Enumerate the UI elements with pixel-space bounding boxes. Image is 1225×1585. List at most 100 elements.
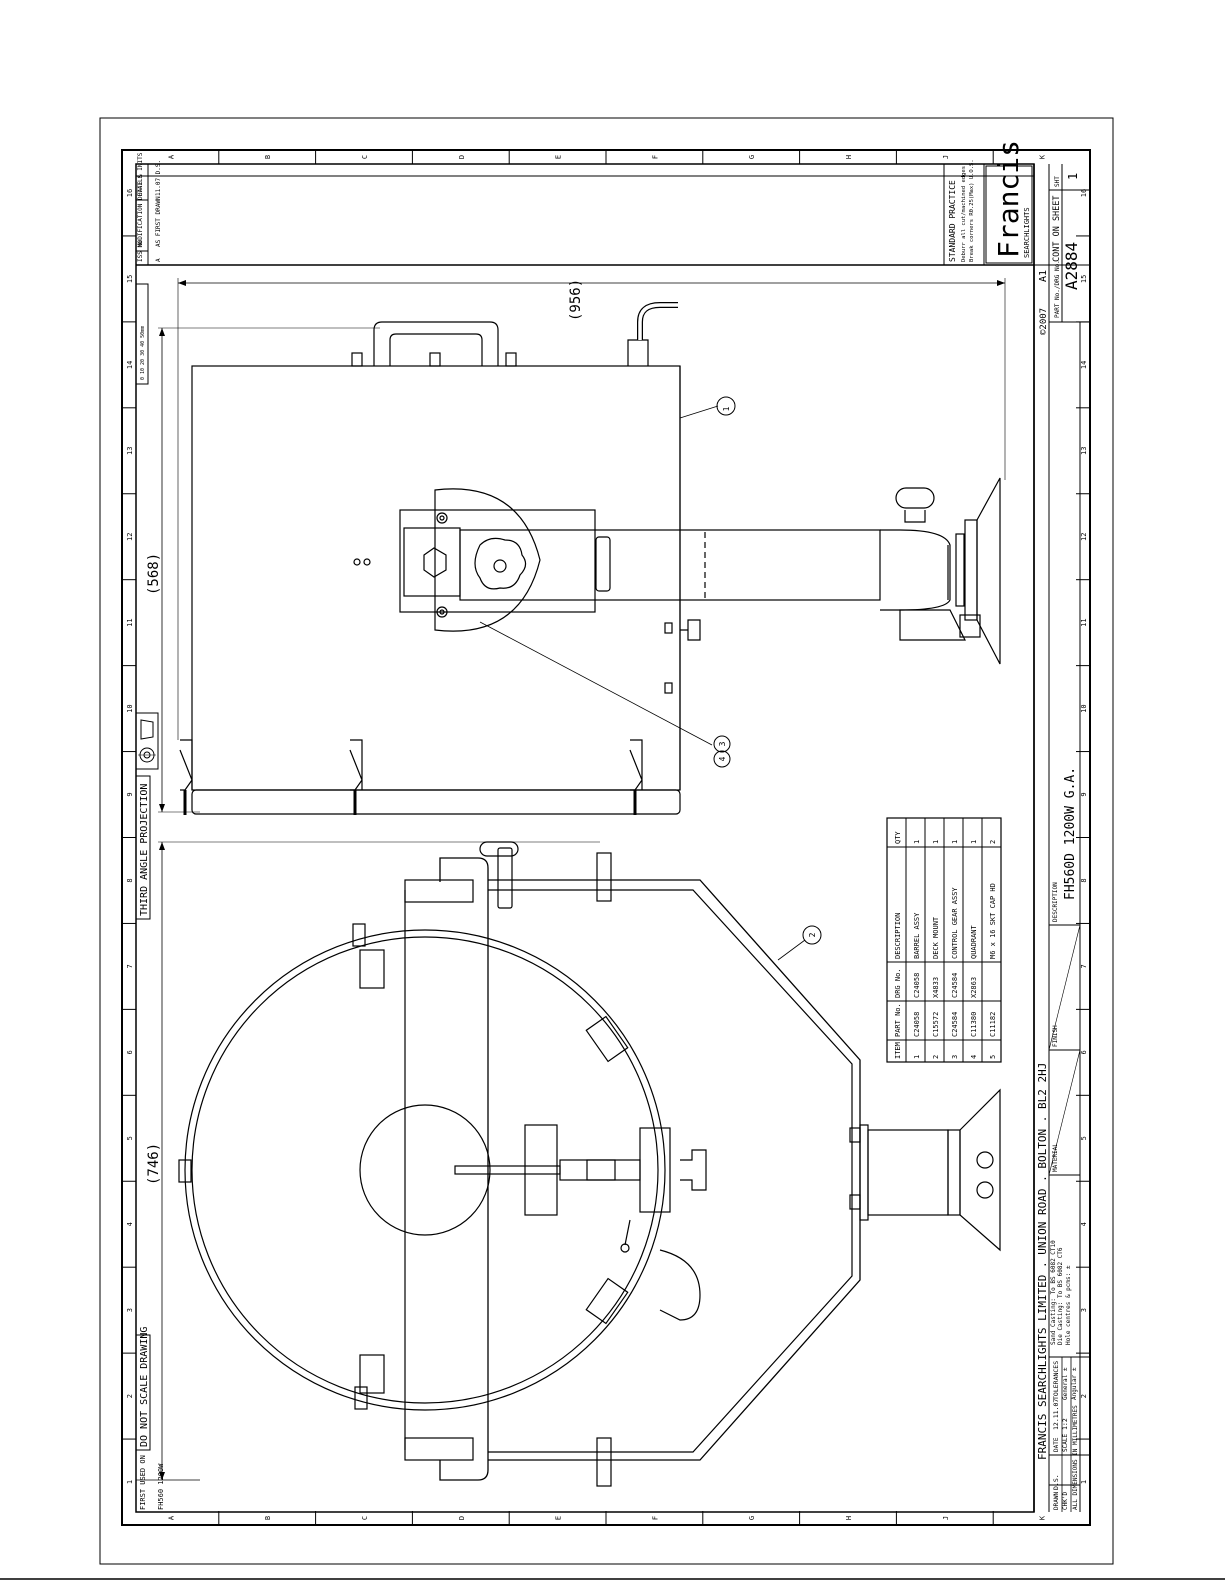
balloon-2 [802,925,822,945]
parts-list-cell: X4833 [932,977,940,998]
balloon-1-label: 1 [722,406,731,411]
description-label: DESCRIPTION [1052,882,1059,922]
finish-label: FINISH [1052,1025,1059,1047]
grid-column-label: 9 [1080,792,1088,796]
parts-list-cell: DECK MOUNT [932,916,940,959]
parts-list-cell: 3 [951,1055,959,1059]
std-practice-line2: Break corners R0.25(Max) U.O.S. [969,159,975,262]
grid-column-label: 12 [1080,533,1088,541]
scale-value: 1:2 [1061,1418,1069,1430]
dimension-lines: (956) (568) (746) [146,278,1006,1480]
grid-column-label: 12 [126,533,134,541]
balloon-3 [713,735,731,753]
copyright: ©2007 [1039,308,1049,335]
grid-column-label: 10 [126,704,134,712]
balloon-3-label: 3 [718,741,727,746]
hole-centres: Hole centres & pcms: ± [1065,1265,1072,1345]
logo-name: Francis [992,140,1025,258]
parts-list-cell: C24058 [913,1012,921,1037]
outer-frame [99,117,1114,1565]
die-casting: Die Casting: To BS 6082 CT6 [1057,1247,1064,1345]
grid-column-label: 14 [126,361,134,369]
parts-list-cell: C15572 [932,1012,940,1037]
revision-block: ISS No MODIFICATION DETAILS DATE & INITS… [136,152,1034,266]
material-label: MATERIAL [1052,1143,1059,1172]
grid-row-label: H [845,1516,853,1520]
parts-list-header: PART No. [894,1003,902,1037]
grid-column-label: 15 [1080,275,1088,283]
std-practice-line1: Deburr all cut/machined edges [961,166,967,262]
sheet-size: A1 [1038,270,1049,282]
parts-list-cell: 1 [970,840,978,844]
scale-label: SCALE [1062,1434,1069,1452]
grid-row-label: H [845,155,853,159]
parts-list-header: QTY [894,831,902,844]
rev-row-iss: A [155,258,162,262]
parts-list-cell: 1 [932,840,940,844]
parts-list-cell: 1 [951,840,959,844]
parts-list-cell: 2 [932,1055,940,1059]
grid-column-label: 15 [126,275,134,283]
parts-list-cell: 2 [989,840,997,844]
parts-list-cell: BARREL ASSY [913,912,921,959]
drawn-label: DRAWN [1053,1492,1060,1510]
grid-column-label: 4 [126,1222,134,1226]
date-value: 12.11.07 [1052,1399,1060,1430]
parts-list-header: DRG No. [894,968,902,998]
parts-list-cell: 1 [913,1055,921,1059]
parts-list-cell: C11182 [989,1012,997,1037]
do-not-scale-note: DO NOT SCALE DRAWING FIRST USED ON FH560… [135,1327,200,1510]
rev-row-mod: AS FIRST DRAWN [155,196,162,247]
grid-row-label: E [555,1516,563,1520]
cont-on-sheet: CONT ON SHEET [1052,195,1062,262]
parts-list-cell: 4 [970,1055,978,1059]
logo-sub: SEARCHLIGHTS [1023,207,1031,258]
side-view [179,302,1001,815]
parts-list-cell: C11380 [970,1012,978,1037]
grid-row-label: K [1039,1515,1047,1520]
third-angle-text: THIRD ANGLE PROJECTION [139,784,150,916]
grid-column-label: 10 [1080,704,1088,712]
grid-column-label: 3 [1080,1308,1088,1312]
title-block: FRANCIS SEARCHLIGHTS LIMITED . UNION ROA… [1033,164,1090,1512]
grid-column-label: 6 [126,1050,134,1054]
scale-bar: 0 10 20 30 40 50mm [135,283,149,385]
std-practice-title: STANDARD PRACTICE [948,180,957,262]
grid-column-label: 13 [126,447,134,455]
dimension-568: (568) [146,553,162,595]
grid-row-label: A [167,1515,175,1520]
balloon-4 [713,750,731,768]
grid-row-label: C [361,155,369,159]
tolerances-label: TOLERANCES [1052,1361,1060,1400]
grid-column-label: 16 [1080,189,1088,197]
parts-list-cell: 5 [989,1055,997,1059]
parts-list-cell: 1 [913,840,921,844]
parts-list-header: ITEM [894,1042,902,1059]
grid-column-label: 8 [126,878,134,882]
date-label: DATE [1053,1437,1060,1452]
balloon-group: 1 2 3 4 [479,396,822,961]
grid-row-label: B [264,155,272,159]
grid-column-label: 6 [1080,1050,1088,1054]
units-note: ALL DIMENSIONS IN MILLIMETRES [1072,1405,1079,1510]
checked-label: CHK'D [1062,1492,1069,1510]
grid-column-label: 5 [126,1136,134,1140]
sand-casting: Sand Casting: To BS 6082 CT10 [1050,1240,1057,1345]
grid-column-label: 11 [1080,618,1088,626]
rev-header-iss: ISS No [137,240,144,262]
rev-header-mod: MODIFICATION DETAILS [137,174,144,247]
grid-row-label: J [942,155,950,159]
drawing-border [121,149,1091,1526]
grid-row-label: C [361,1516,369,1520]
grid-row-label: J [942,1516,950,1520]
grid-column-label: 14 [1080,361,1088,369]
grid-column-label: 11 [126,618,134,626]
grid-column-label: 1 [1080,1480,1088,1484]
grid-row-label: D [458,155,466,159]
parts-list-cell: C24584 [951,1012,959,1037]
standard-practice-block: STANDARD PRACTICE Deburr all cut/machine… [943,159,985,265]
grid-row-label: D [458,1516,466,1520]
part-drg-label: PART No./DRG No. [1054,260,1061,318]
